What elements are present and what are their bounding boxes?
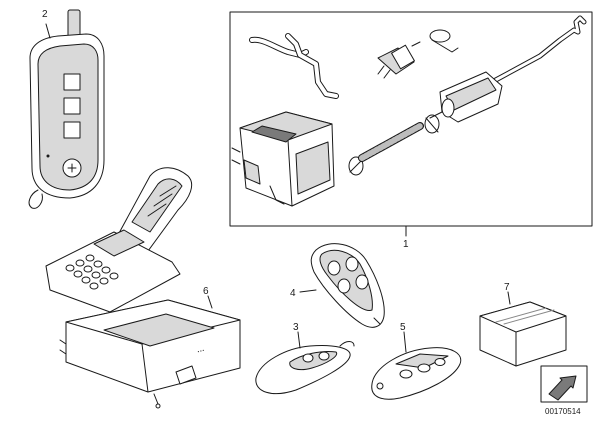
arrow-icon (548, 375, 577, 401)
svg-text:▪ ▪ ▪: ▪ ▪ ▪ (197, 347, 205, 354)
heater-kit-group (229, 11, 593, 227)
heater-unit (231, 111, 335, 207)
kit-frame (229, 11, 593, 227)
control-unit: ▪ ▪ ▪ (59, 299, 241, 409)
coolant-hose (249, 33, 339, 99)
callout-1: 1 (403, 239, 409, 250)
document-number: 00170514 (545, 407, 581, 416)
key-fob-2-button (255, 341, 355, 394)
callout-3: 3 (293, 322, 299, 333)
hose-clamp-lower (348, 156, 364, 176)
handheld-remote (28, 9, 105, 209)
exhaust-muffler (429, 15, 587, 123)
key-fob-4-button (310, 243, 385, 328)
hose-clamp-upper (429, 29, 459, 53)
key-fob-display (371, 347, 462, 400)
callout-5: 5 (400, 322, 406, 333)
hose-clamp-middle (424, 114, 440, 134)
callout-4: 4 (290, 288, 296, 299)
callout-6: 6 (203, 286, 209, 297)
callout-leaders (45, 23, 511, 353)
phone-keypad (65, 254, 119, 290)
carton-box (479, 301, 567, 367)
callout-7: 7 (504, 282, 510, 293)
flip-phone (45, 167, 193, 313)
fuel-pump (377, 41, 421, 79)
flex-exhaust-hose (358, 122, 424, 162)
orientation-arrow-box (540, 365, 588, 403)
callout-2: 2 (42, 9, 48, 20)
